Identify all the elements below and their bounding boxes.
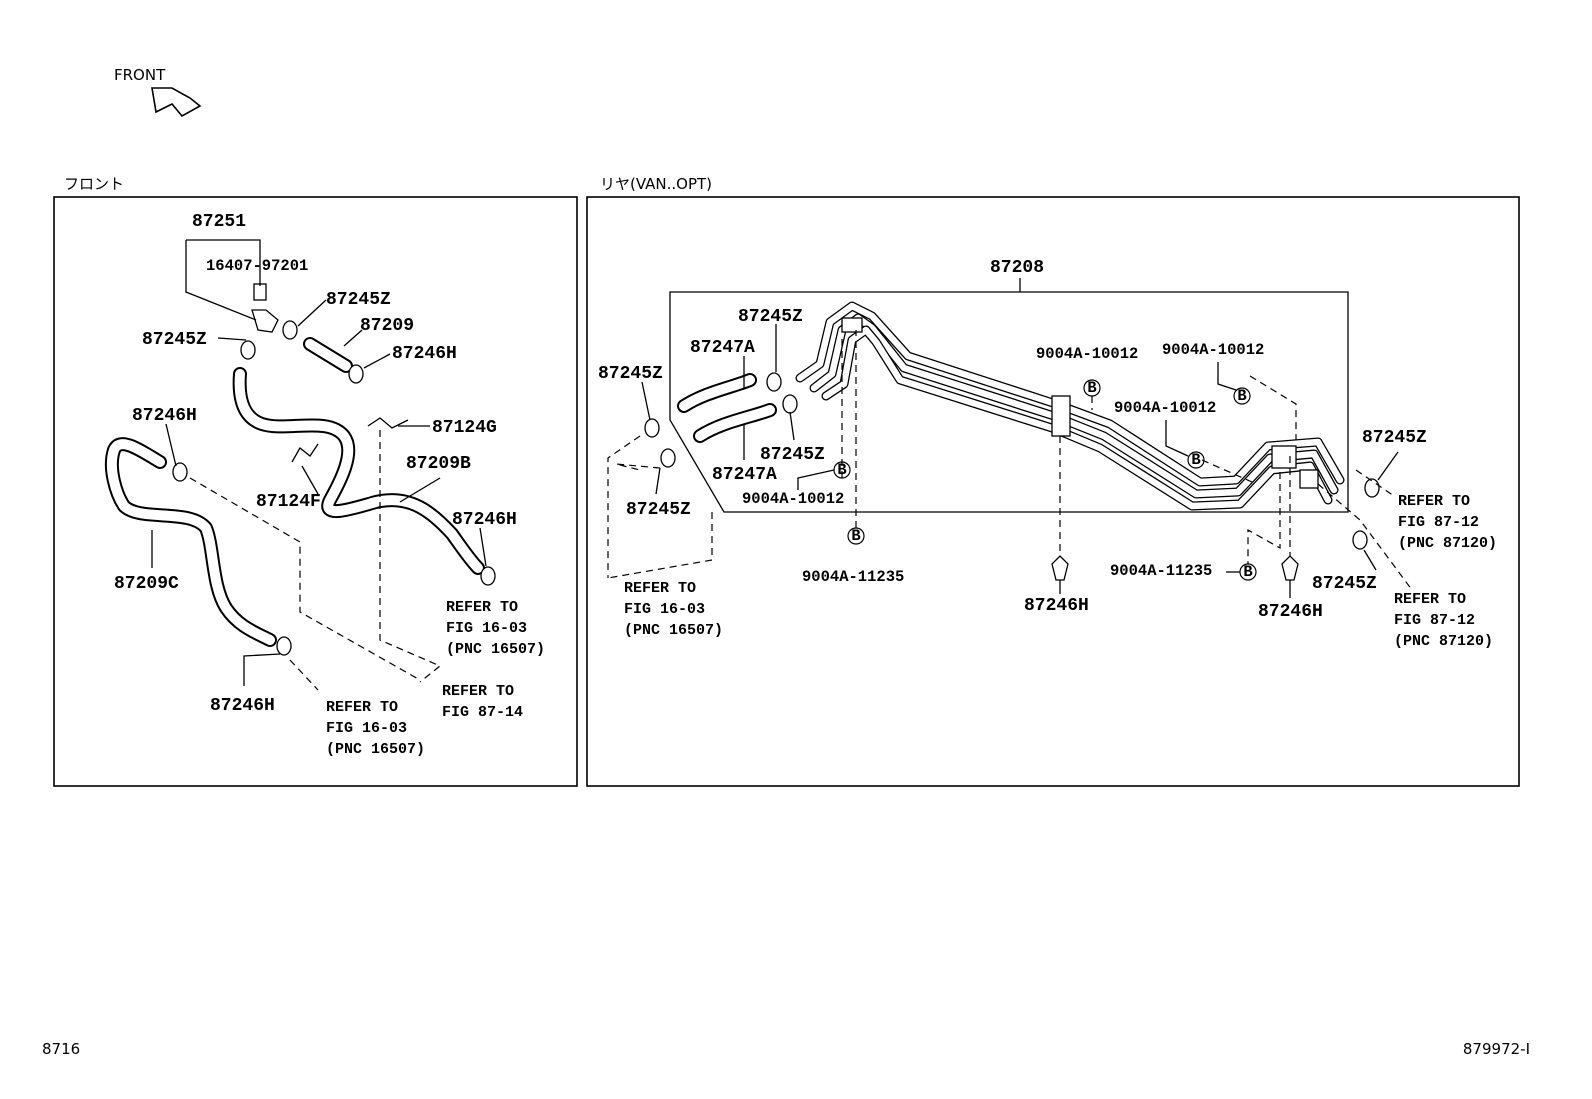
pipe-clamp-icon — [841, 317, 863, 333]
label-9004a-10012: 9004A-10012 — [1036, 345, 1138, 363]
svg-text:REFER TO: REFER TO — [1394, 591, 1466, 608]
svg-text:(PNC 16507): (PNC 16507) — [326, 741, 425, 758]
grommet-87246h-icon — [1281, 555, 1299, 581]
label-87247a: 87247A — [712, 465, 777, 485]
assembly-87208-outline — [669, 291, 1349, 513]
label-87245z: 87245Z — [760, 445, 825, 465]
bleeder-plug-icon — [253, 283, 267, 301]
grommet-87246h-icon — [1051, 555, 1069, 581]
t-joint-icon — [251, 309, 279, 333]
svg-text:FIG 87-12: FIG 87-12 — [1398, 514, 1479, 531]
ref-fig-87-12-b: REFER TO FIG 87-12 (PNC 87120) — [1394, 591, 1493, 650]
label-87245z: 87245Z — [1362, 428, 1427, 448]
section-rear-title: リヤ(VAN..OPT) — [600, 175, 712, 193]
marker-b-icon — [1187, 451, 1205, 469]
marker-b-text: B — [837, 461, 846, 479]
clamp-87245z-icon — [240, 340, 256, 360]
label-9004a-10012: 9004A-10012 — [742, 490, 844, 508]
svg-text:REFER TO: REFER TO — [442, 683, 514, 700]
clamp-87246h-icon — [348, 364, 364, 384]
label-87124f: 87124F — [256, 492, 321, 512]
clamp-87246h-icon — [480, 566, 496, 586]
label-87209c: 87209C — [114, 574, 179, 594]
svg-text:(PNC 16507): (PNC 16507) — [624, 622, 723, 639]
svg-text:(PNC 16507): (PNC 16507) — [446, 641, 545, 658]
pipe-clamp-icon — [1051, 395, 1071, 437]
front-panel: 87251 16407-97201 87245Z 87209 87245Z 87… — [104, 212, 545, 758]
clamp-87245z-icon — [660, 448, 676, 468]
label-87208: 87208 — [990, 258, 1044, 278]
footer-right-code: 879972-I — [1463, 1040, 1530, 1058]
marker-b-text: B — [851, 527, 860, 545]
marker-b-text: B — [1087, 379, 1096, 397]
rear-panel-border — [586, 196, 1520, 787]
label-87245z: 87245Z — [626, 500, 691, 520]
svg-text:REFER TO: REFER TO — [1398, 493, 1470, 510]
svg-text:FIG 16-03: FIG 16-03 — [326, 720, 407, 737]
label-9004a-11235: 9004A-11235 — [802, 568, 904, 586]
label-87245z: 87245Z — [142, 330, 207, 350]
ref-fig-16-03-rear: REFER TO FIG 16-03 (PNC 16507) — [624, 580, 723, 639]
svg-text:FIG 87-12: FIG 87-12 — [1394, 612, 1475, 629]
label-9004a-11235: 9004A-11235 — [1110, 562, 1212, 580]
marker-b-text: B — [1237, 387, 1246, 405]
label-87246h: 87246H — [132, 406, 197, 426]
label-87246h: 87246H — [392, 344, 457, 364]
label-87251: 87251 — [192, 212, 246, 232]
clamp-87245z-icon — [1352, 530, 1368, 550]
label-9004a-10012: 9004A-10012 — [1114, 399, 1216, 417]
svg-text:REFER TO: REFER TO — [624, 580, 696, 597]
svg-text:FIG 87-14: FIG 87-14 — [442, 704, 523, 721]
marker-b-icon — [1233, 387, 1251, 405]
clip-87124f-icon — [291, 443, 319, 463]
clamp-87245z-icon — [782, 394, 798, 414]
svg-text:FIG 16-03: FIG 16-03 — [624, 601, 705, 618]
svg-text:REFER TO: REFER TO — [326, 699, 398, 716]
clamp-87245z-icon — [282, 320, 298, 340]
ref-fig-16-03-a: REFER TO FIG 16-03 (PNC 16507) — [446, 599, 545, 658]
svg-text:(PNC 87120): (PNC 87120) — [1398, 535, 1497, 552]
front-panel-border — [53, 196, 578, 787]
ref-fig-87-14: REFER TO FIG 87-14 — [442, 683, 523, 721]
clamp-87245z-icon — [1364, 478, 1380, 498]
pipe-clamp-icon — [1271, 445, 1297, 469]
label-87245z: 87245Z — [738, 307, 803, 327]
clip-87124g-icon — [367, 417, 409, 429]
svg-text:FIG 16-03: FIG 16-03 — [446, 620, 527, 637]
svg-text:REFER TO: REFER TO — [446, 599, 518, 616]
marker-b-text: B — [1191, 451, 1200, 469]
clamp-87245z-icon — [644, 418, 660, 438]
svg-text:(PNC 87120): (PNC 87120) — [1394, 633, 1493, 650]
label-87245z: 87245Z — [1312, 574, 1377, 594]
label-87246h: 87246H — [1024, 596, 1089, 616]
label-87245z: 87245Z — [326, 290, 391, 310]
ref-fig-16-03-b: REFER TO FIG 16-03 (PNC 16507) — [326, 699, 425, 758]
label-9004a-10012: 9004A-10012 — [1162, 341, 1264, 359]
footer-left-code: 8716 — [42, 1040, 80, 1058]
marker-b-text: B — [1243, 563, 1252, 581]
ref-fig-87-12-a: REFER TO FIG 87-12 (PNC 87120) — [1398, 493, 1497, 552]
label-87246h: 87246H — [1258, 602, 1323, 622]
label-16407-97201: 16407-97201 — [206, 257, 308, 275]
label-87209b: 87209B — [406, 454, 471, 474]
pipe-clamp-icon — [1299, 469, 1319, 489]
label-87209: 87209 — [360, 316, 414, 336]
label-87246h: 87246H — [452, 510, 517, 530]
label-87124g: 87124G — [432, 418, 497, 438]
front-arrow-icon — [151, 87, 202, 118]
clamp-87246h-icon — [172, 462, 188, 482]
clamp-87245z-icon — [766, 372, 782, 392]
section-front-title: フロント — [64, 175, 124, 193]
clamp-87246h-icon — [276, 636, 292, 656]
label-87245z: 87245Z — [598, 364, 663, 384]
hose-87209c — [104, 437, 277, 647]
label-87247a: 87247A — [690, 338, 755, 358]
front-label: FRONT — [114, 66, 166, 84]
rear-panel: B B B B B B 87208 87245Z 87247A 87245Z 8… — [598, 258, 1497, 650]
label-87246h: 87246H — [210, 696, 275, 716]
